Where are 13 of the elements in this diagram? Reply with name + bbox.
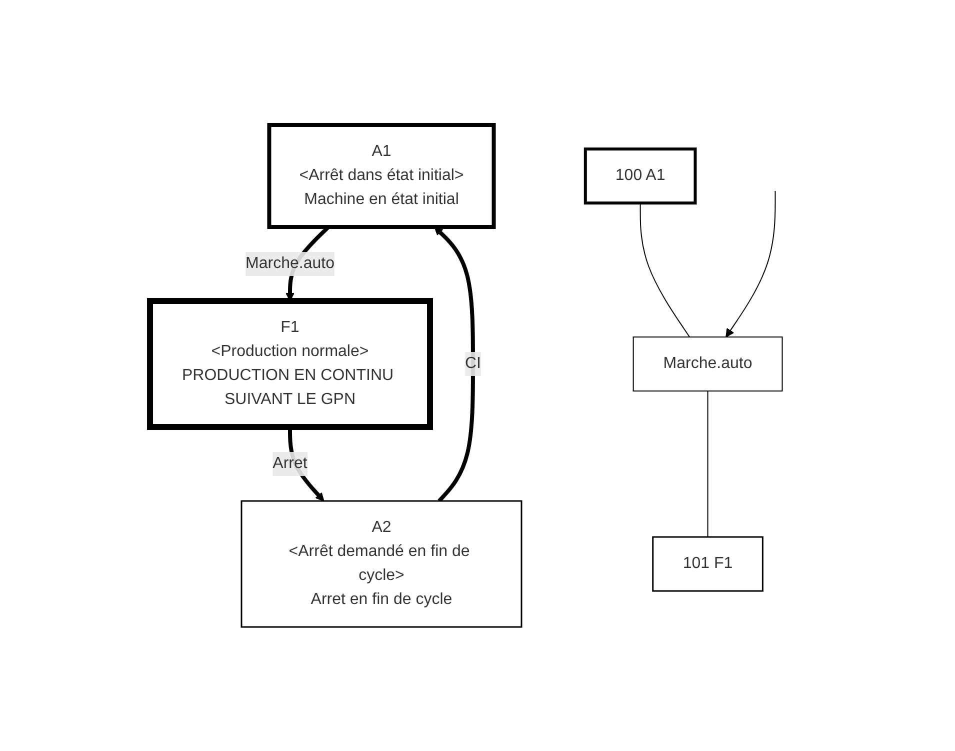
- arrow: [434, 226, 475, 502]
- node-box: A2 <Arrêt demandé en fin de cycle> Arret en fin de cycle: [240, 500, 522, 628]
- node-box: 101 F1: [652, 536, 764, 592]
- node-box: F1 <Production normale> PRODUCTION EN CONTINU SUIVANT LE GPN: [146, 298, 433, 430]
- node-box: Marche.auto: [632, 336, 783, 391]
- arrow: [725, 190, 776, 337]
- connector: [707, 390, 708, 537]
- edge-label: CI: [464, 354, 481, 372]
- connector: [640, 202, 690, 337]
- node-box: A1 <Arrêt dans état initial> Machine en état initial: [267, 122, 496, 228]
- node-box: 100 A1: [584, 147, 697, 204]
- edge-label: Marche.auto: [245, 254, 334, 272]
- edge-label: Arret: [272, 454, 308, 472]
